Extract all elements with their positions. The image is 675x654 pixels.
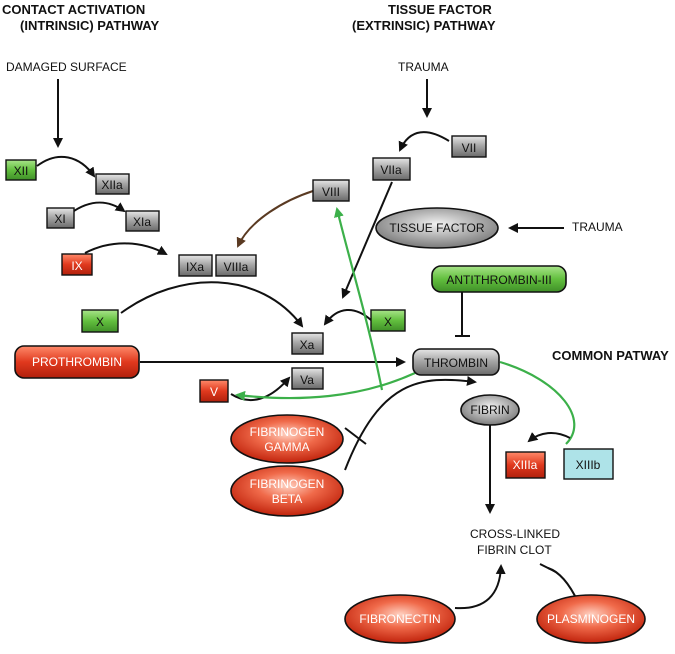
trauma-right-label: TRAUMA: [572, 220, 623, 234]
svg-text:VIII: VIII: [322, 185, 340, 199]
svg-text:V: V: [210, 385, 218, 399]
node-xi: XI: [46, 207, 75, 229]
svg-text:BETA: BETA: [272, 492, 302, 506]
arrow-x-to-xa: [120, 281, 304, 328]
node-xiiib: XIIIb: [563, 448, 614, 480]
svg-text:FIBRINOGEN: FIBRINOGEN: [250, 425, 325, 439]
node-tissue-factor: TISSUE FACTOR: [375, 207, 499, 249]
arrow-viii-to-viiia: [236, 190, 314, 248]
svg-text:THROMBIN: THROMBIN: [424, 356, 488, 370]
node-viiia: VIIIa: [215, 254, 257, 277]
green-arrows: [235, 207, 576, 445]
arrow-thrombin-to-viii: [334, 207, 384, 391]
svg-text:XIIIb: XIIIb: [576, 458, 601, 472]
arrow-ix-to-ixa: [84, 242, 168, 255]
damaged-surface-label: DAMAGED SURFACE: [6, 60, 127, 74]
node-vii: VII: [451, 135, 487, 158]
node-xii: XII: [5, 159, 37, 181]
arrow-xii-to-xiia: [36, 156, 96, 178]
node-v: V: [199, 379, 229, 403]
node-fibronectin: FIBRONECTIN: [344, 594, 456, 644]
node-viii: VIII: [312, 179, 350, 202]
arrow-xi-to-xia: [70, 201, 126, 214]
node-ixa: IXa: [178, 254, 213, 277]
arrow-fibrinogen-to-fibrin: [344, 376, 477, 471]
svg-text:IXa: IXa: [186, 260, 204, 274]
node-antithrombin: ANTITHROMBIN-III: [431, 265, 567, 293]
node-prothrombin: PROTHROMBIN: [14, 345, 140, 379]
svg-text:XIIIa: XIIIa: [513, 458, 538, 472]
node-x-left: X: [81, 309, 119, 333]
svg-text:FIBRONECTIN: FIBRONECTIN: [359, 612, 440, 626]
svg-text:Va: Va: [300, 373, 314, 387]
arrow-thrombin-to-v: [235, 371, 416, 401]
node-ix: IX: [61, 253, 93, 276]
intrinsic-header-line2: (INTRINSIC) PATHWAY: [20, 18, 159, 33]
svg-text:XI: XI: [54, 212, 65, 226]
svg-text:ANTITHROMBIN-III: ANTITHROMBIN-III: [446, 273, 551, 287]
svg-text:XIa: XIa: [133, 215, 151, 229]
intrinsic-header-line1: CONTACT ACTIVATION: [2, 2, 145, 17]
svg-text:VIIIa: VIIIa: [224, 260, 249, 274]
node-viia: VIIa: [372, 157, 411, 181]
svg-text:VII: VII: [462, 141, 477, 155]
node-thrombin: THROMBIN: [412, 348, 500, 376]
arrow-vii-to-viia: [398, 131, 450, 152]
svg-text:PLASMINOGEN: PLASMINOGEN: [547, 612, 635, 626]
arrow-xright-to-xa: [323, 309, 372, 326]
node-va: Va: [291, 367, 324, 390]
svg-text:IX: IX: [71, 259, 82, 273]
clot-label-line1: CROSS-LINKED: [470, 527, 560, 541]
node-x-right: X: [370, 309, 406, 332]
node-fibrinogen-gamma: FIBRINOGEN GAMMA: [230, 414, 344, 464]
svg-text:FIBRIN: FIBRIN: [470, 403, 509, 417]
svg-text:X: X: [96, 315, 104, 329]
arrow-fibronectin-to-clot: [454, 564, 506, 610]
node-plasminogen: PLASMINOGEN: [536, 594, 646, 644]
svg-text:FIBRINOGEN: FIBRINOGEN: [250, 477, 325, 491]
node-xiiia: XIIIa: [505, 451, 546, 479]
inhibit-bar-plasminogen: [539, 563, 557, 573]
node-fibrin: FIBRIN: [460, 394, 520, 426]
clot-label-line2: FIBRIN CLOT: [477, 543, 552, 557]
node-xia: XIa: [125, 210, 160, 232]
line-gamma-to-fibrin: [344, 427, 367, 445]
node-xiia: XIIa: [95, 173, 130, 195]
node-fibrinogen-beta: FIBRINOGEN BETA: [230, 465, 344, 517]
svg-text:TISSUE FACTOR: TISSUE FACTOR: [389, 221, 484, 235]
svg-text:PROTHROMBIN: PROTHROMBIN: [32, 355, 122, 369]
line-thrombin-to-xiiib: [499, 360, 576, 445]
svg-text:GAMMA: GAMMA: [264, 440, 309, 454]
extrinsic-header-line1: TISSUE FACTOR: [388, 2, 492, 17]
svg-text:XIIa: XIIa: [101, 178, 123, 192]
svg-text:XII: XII: [14, 164, 29, 178]
node-xa: Xa: [291, 332, 324, 355]
extrinsic-header-line2: (EXTRINSIC) PATHWAY: [352, 18, 496, 33]
arrow-viia-to-xa: [341, 181, 393, 299]
svg-text:VIIa: VIIa: [380, 163, 402, 177]
svg-text:X: X: [384, 315, 392, 329]
common-pathway-header: COMMON PATWAY: [552, 348, 669, 363]
svg-text:Xa: Xa: [300, 338, 315, 352]
arrow-xiiib-to-xiiia: [527, 432, 571, 443]
trauma-top-label: TRAUMA: [398, 60, 449, 74]
